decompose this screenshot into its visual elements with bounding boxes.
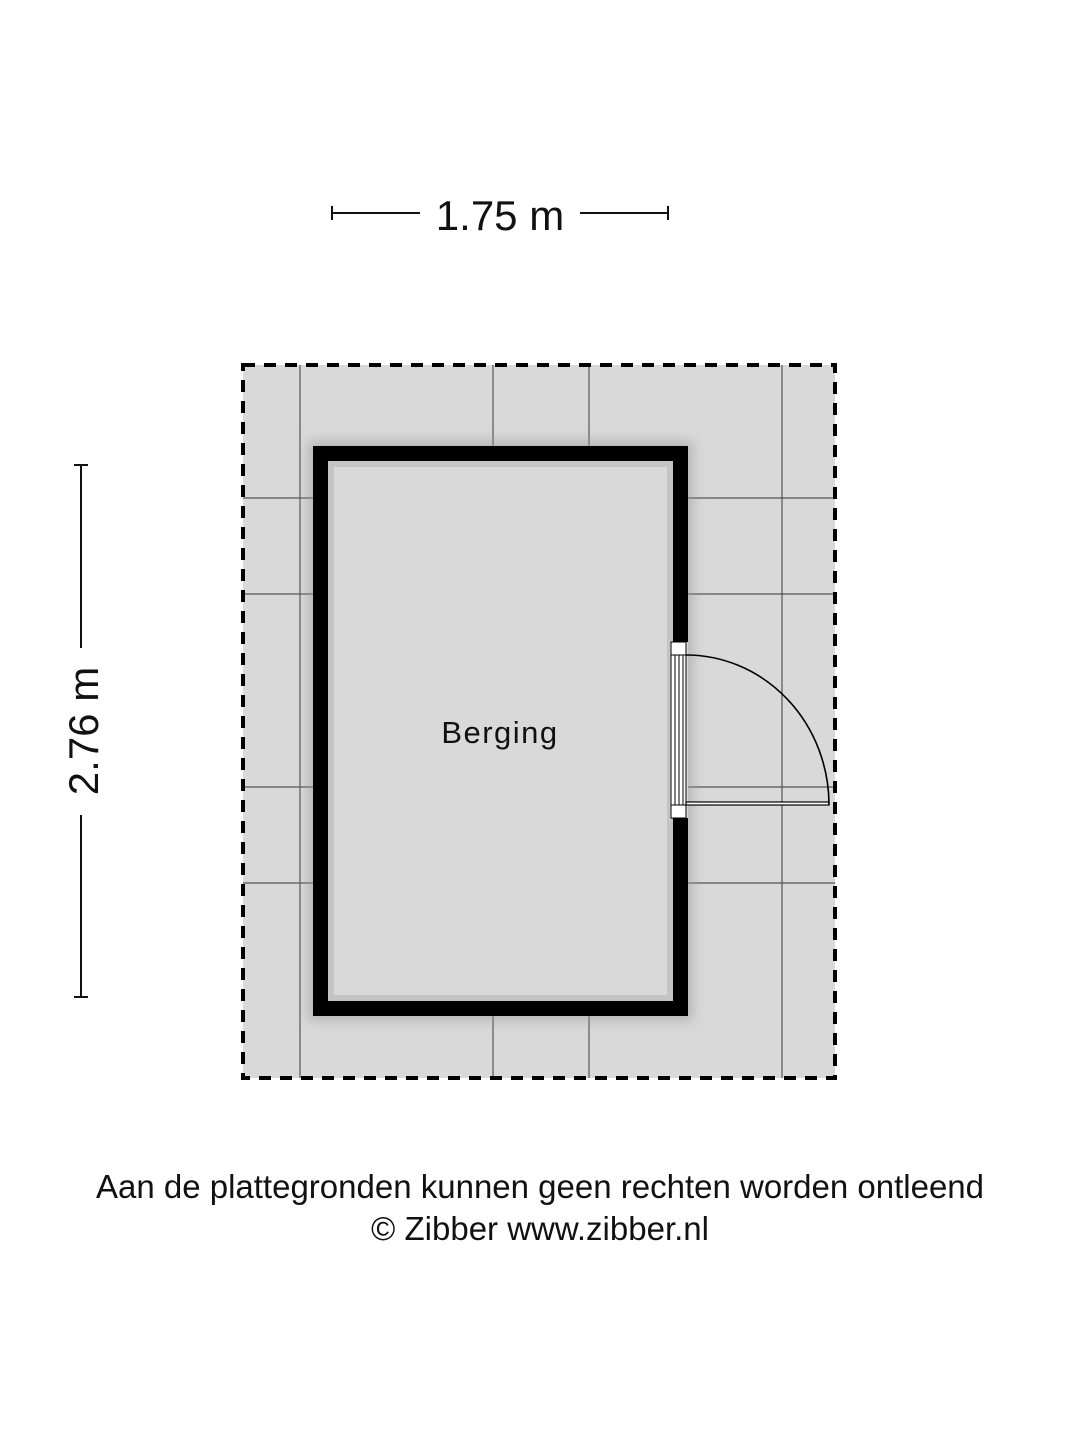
width-label: 1.75 m — [436, 192, 564, 239]
door — [670, 641, 830, 819]
door-leaf — [685, 801, 830, 806]
paving-grid — [243, 365, 835, 1078]
room-floor-berging — [331, 464, 670, 998]
door-swing-arc — [685, 654, 830, 806]
disclaimer-text: Aan de plattegronden kunnen geen rechten… — [95, 1168, 985, 1205]
height-label: 2.76 m — [60, 667, 107, 795]
height-dimension: 2.76 m — [60, 464, 107, 998]
plot-boundary — [241, 363, 837, 1080]
storage-building: Berging — [308, 441, 830, 1021]
width-dimension: 1.75 m — [331, 192, 669, 239]
room-label-berging: Berging — [441, 715, 558, 750]
copyright-text: © Zibber www.zibber.nl — [371, 1210, 709, 1247]
